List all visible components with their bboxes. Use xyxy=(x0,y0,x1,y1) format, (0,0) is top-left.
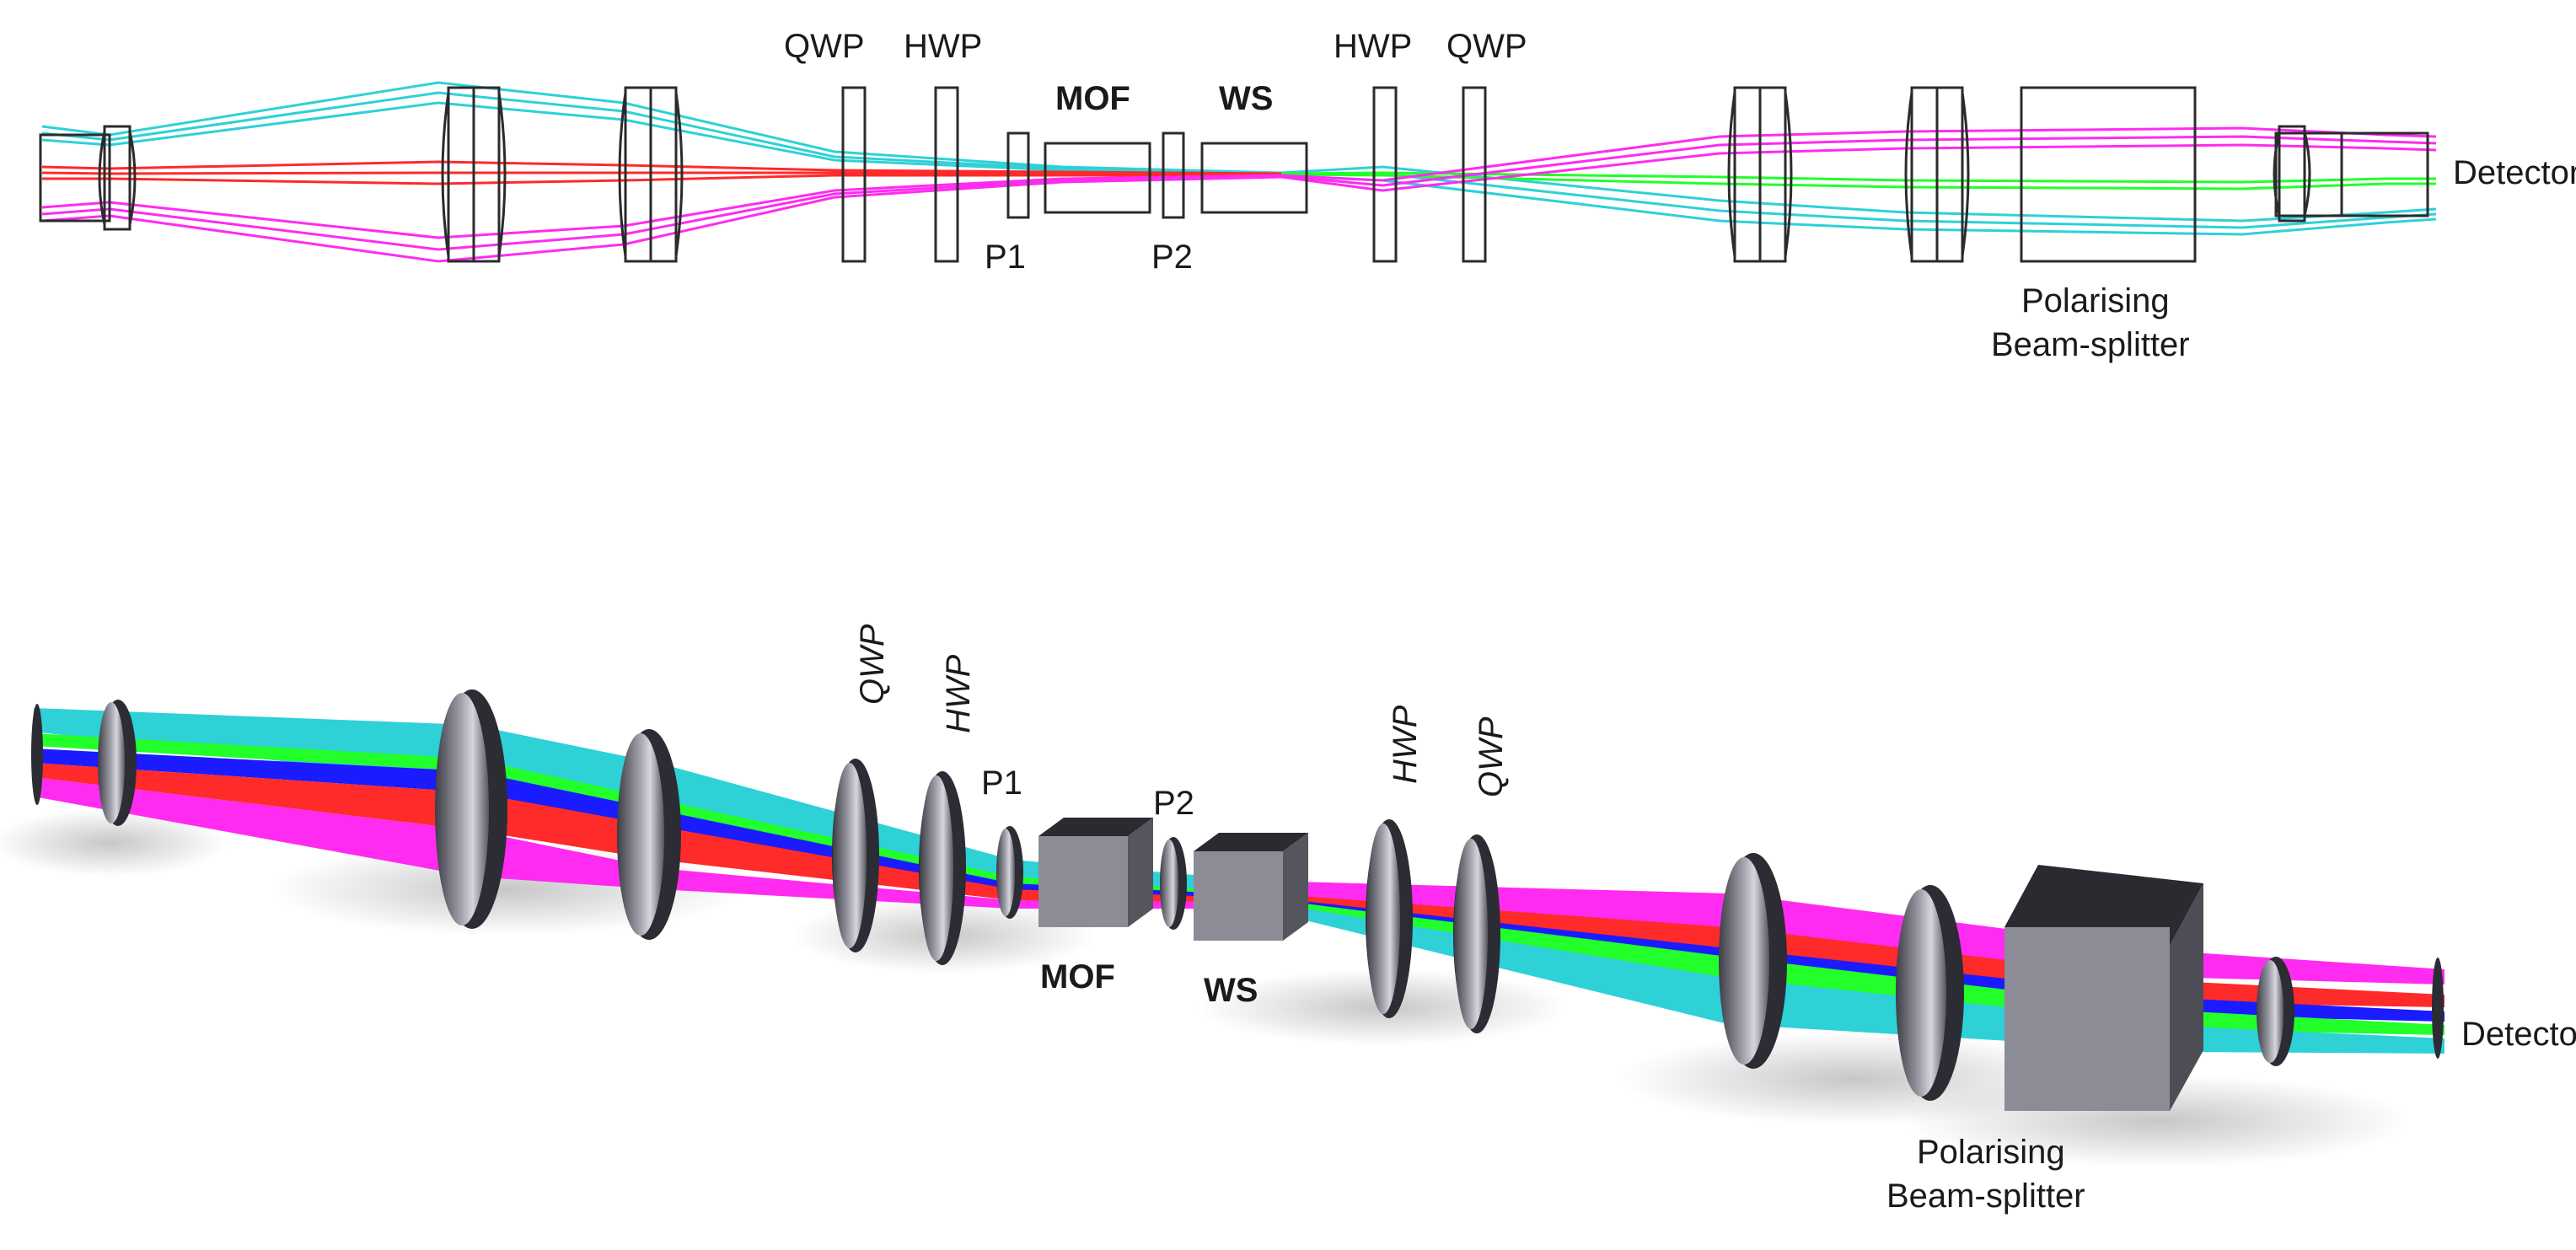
top-label-qwp-right: QWP xyxy=(1446,28,1527,65)
top-hwp-right xyxy=(1372,86,1398,263)
top-ws xyxy=(1200,142,1308,214)
top-polarising-beam-splitter xyxy=(2020,86,2197,263)
bottom-label-pbs-line2: Beam-splitter xyxy=(1886,1178,2085,1215)
bottom-label-ws: WS xyxy=(1204,972,1258,1009)
bottom-hwp-left xyxy=(919,771,966,965)
top-lens-5 xyxy=(1904,86,1970,263)
top-qwp-right xyxy=(1462,86,1487,263)
top-label-qwp-left: QWP xyxy=(784,28,865,65)
bottom-lens-6 xyxy=(2257,957,2294,1066)
bottom-qwp-right xyxy=(1453,834,1500,1033)
top-label-ws: WS xyxy=(1219,80,1273,117)
top-p1 xyxy=(1006,131,1030,219)
top-lens-3 xyxy=(618,86,684,263)
bottom-label-p2: P2 xyxy=(1153,785,1194,822)
bottom-labels: QWP HWP P1 P2 HWP QWP MOF WS Detector Po… xyxy=(854,624,2576,1215)
bottom-polarising-beam-splitter-cube xyxy=(2004,865,2203,1111)
top-lens-6 xyxy=(2273,125,2311,223)
top-label-hwp-left: HWP xyxy=(904,28,982,65)
top-lens-4 xyxy=(1727,86,1793,263)
top-label-mof: MOF xyxy=(1055,80,1130,117)
top-labels: QWP HWP MOF WS HWP QWP P1 P2 Detector Po… xyxy=(784,28,2576,363)
bottom-hwp-right xyxy=(1366,819,1413,1018)
bottom-ray-blue-left xyxy=(34,748,1264,904)
top-mof xyxy=(1044,142,1151,214)
bottom-lens-5 xyxy=(1896,885,1964,1101)
bottom-ray-green-left xyxy=(34,733,1264,900)
top-rays-magenta-left xyxy=(41,174,1282,263)
bottom-mof-cube xyxy=(1038,818,1153,927)
bottom-lens-1 xyxy=(98,700,137,826)
bottom-qwp-left xyxy=(832,759,879,952)
bottom-ray-green-right xyxy=(1264,899,2445,1035)
top-lens-1 xyxy=(98,125,137,231)
top-label-p2: P2 xyxy=(1151,239,1193,276)
bottom-lens-2 xyxy=(435,689,507,929)
bottom-label-mof: MOF xyxy=(1040,958,1115,995)
bottom-optical-elements xyxy=(31,689,2444,1111)
bottom-p2 xyxy=(1160,837,1187,930)
bottom-ws-cube xyxy=(1194,833,1308,941)
top-detector xyxy=(2274,131,2429,217)
bottom-ray-cyan-right xyxy=(1264,902,2445,1054)
bottom-label-qwp-right: QWP xyxy=(1473,716,1510,797)
top-rays-magenta-right xyxy=(1280,126,2437,192)
bottom-p1 xyxy=(996,826,1023,919)
top-label-p1: P1 xyxy=(985,239,1026,276)
top-hwp-left xyxy=(934,86,959,263)
bottom-label-qwp-left: QWP xyxy=(854,624,891,705)
bottom-label-pbs-line1: Polarising xyxy=(1917,1134,2065,1171)
top-rays-right xyxy=(1280,126,2437,236)
bottom-source-window xyxy=(31,704,43,805)
top-optical-elements xyxy=(39,86,2429,263)
top-label-pbs-line1: Polarising xyxy=(2021,282,2170,319)
bottom-label-hwp-left: HWP xyxy=(940,654,977,733)
bottom-lens-4 xyxy=(1719,853,1787,1069)
top-source-window xyxy=(39,133,111,223)
bottom-lens-3 xyxy=(617,729,681,940)
bottom-label-p1: P1 xyxy=(981,764,1022,802)
bottom-diagram: QWP HWP P1 P2 HWP QWP MOF WS Detector Po… xyxy=(0,624,2576,1215)
top-qwp-left xyxy=(841,86,867,263)
top-lens-2 xyxy=(441,86,507,263)
bottom-label-detector: Detector xyxy=(2461,1016,2576,1053)
bottom-detector-plate xyxy=(2432,958,2444,1059)
top-p2 xyxy=(1162,131,1185,219)
top-label-hwp-right: HWP xyxy=(1334,28,1412,65)
top-label-pbs-line2: Beam-splitter xyxy=(1991,326,2190,363)
top-label-detector: Detector xyxy=(2453,154,2576,191)
bottom-label-hwp-right: HWP xyxy=(1387,705,1424,784)
top-diagram: QWP HWP MOF WS HWP QWP P1 P2 Detector Po… xyxy=(39,28,2576,363)
bottom-ray-blue-right xyxy=(1264,897,2445,1022)
